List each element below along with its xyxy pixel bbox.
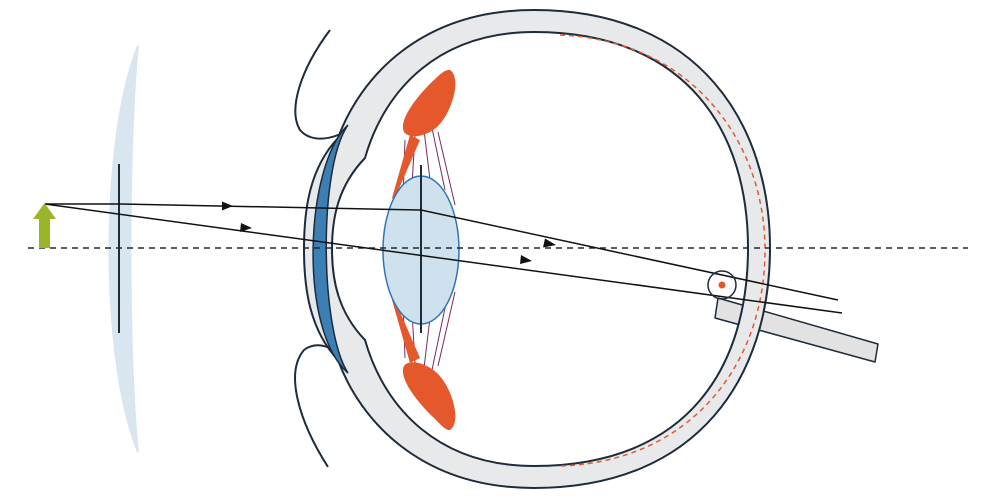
zonule-fibers — [402, 127, 456, 371]
ciliary-process-lower — [392, 298, 420, 363]
ciliary-muscle-upper — [402, 69, 456, 137]
ray-arrowheads — [222, 201, 556, 264]
ciliary-muscle-lower — [402, 362, 456, 431]
ray-arrow-4 — [520, 255, 532, 264]
light-rays — [44, 203, 843, 314]
ray-arrow-1 — [222, 201, 233, 211]
focus-circle-icon — [707, 270, 737, 300]
ray-central — [44, 203, 843, 314]
cornea — [312, 124, 349, 374]
up-arrow-icon — [33, 203, 56, 248]
normal-retina-dashed — [559, 34, 766, 467]
ray-upper — [45, 203, 839, 301]
corrective-lens — [108, 45, 139, 453]
ray-arrow-2 — [240, 223, 252, 232]
ray-arrow-3 — [543, 238, 556, 248]
focal-point — [718, 281, 726, 289]
ciliary-process-upper — [392, 135, 420, 200]
